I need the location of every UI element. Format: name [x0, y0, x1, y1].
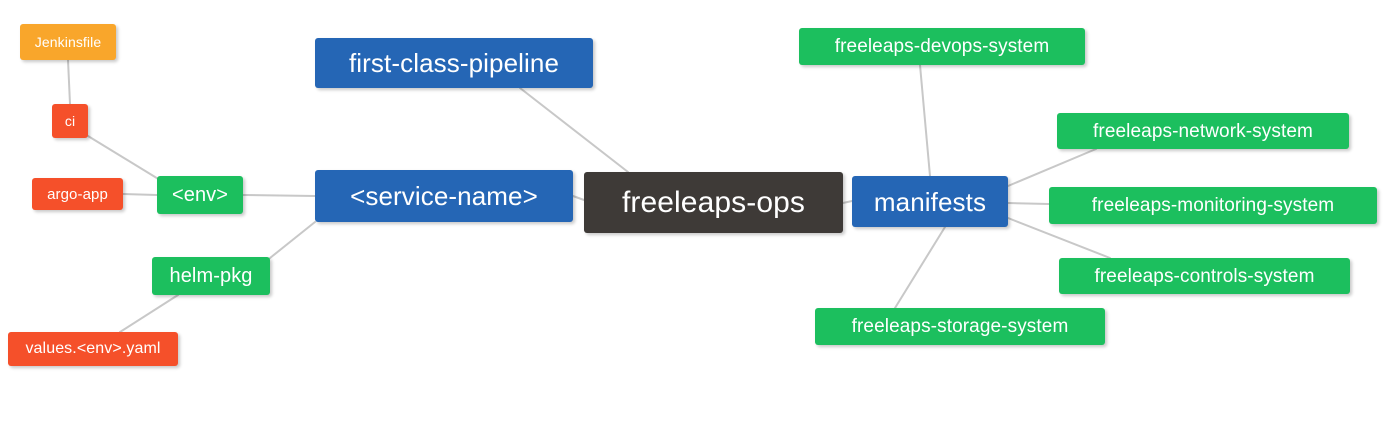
node-controls-sys[interactable]: freeleaps-controls-system — [1059, 258, 1350, 294]
node-pipeline[interactable]: first-class-pipeline — [315, 38, 593, 88]
edge-helm-pkg-to-values-yaml — [119, 294, 179, 333]
node-devops-sys[interactable]: freeleaps-devops-system — [799, 28, 1085, 65]
edge-env-to-service-name — [242, 194, 316, 197]
edge-manifests-to-devops-sys — [919, 64, 931, 177]
edge-service-name-to-freeleaps-ops — [572, 195, 585, 201]
node-freeleaps-ops[interactable]: freeleaps-ops — [584, 172, 843, 233]
node-env[interactable]: <env> — [157, 176, 243, 214]
node-values-yaml[interactable]: values.<env>.yaml — [8, 332, 178, 366]
node-jenkinsfile[interactable]: Jenkinsfile — [20, 24, 116, 60]
node-monitoring-sys[interactable]: freeleaps-monitoring-system — [1049, 187, 1377, 224]
edge-manifests-to-controls-sys — [1007, 217, 1111, 259]
node-network-sys[interactable]: freeleaps-network-system — [1057, 113, 1349, 149]
node-manifests[interactable]: manifests — [852, 176, 1008, 227]
edge-jenkinsfile-to-ci — [67, 59, 71, 105]
edge-freeleaps-ops-to-manifests — [842, 200, 853, 204]
node-storage-sys[interactable]: freeleaps-storage-system — [815, 308, 1105, 345]
edge-manifests-to-monitoring-sys — [1007, 202, 1050, 205]
edge-service-name-to-helm-pkg — [269, 221, 316, 259]
edge-pipeline-to-freeleaps-ops — [519, 87, 629, 173]
node-argo-app[interactable]: argo-app — [32, 178, 123, 210]
node-ci[interactable]: ci — [52, 104, 88, 138]
node-helm-pkg[interactable]: helm-pkg — [152, 257, 270, 295]
node-service-name[interactable]: <service-name> — [315, 170, 573, 222]
edge-ci-to-env — [87, 135, 161, 181]
edge-argo-app-to-env — [122, 193, 158, 196]
edge-manifests-to-network-sys — [1007, 148, 1097, 187]
edge-manifests-to-storage-sys — [894, 226, 946, 309]
